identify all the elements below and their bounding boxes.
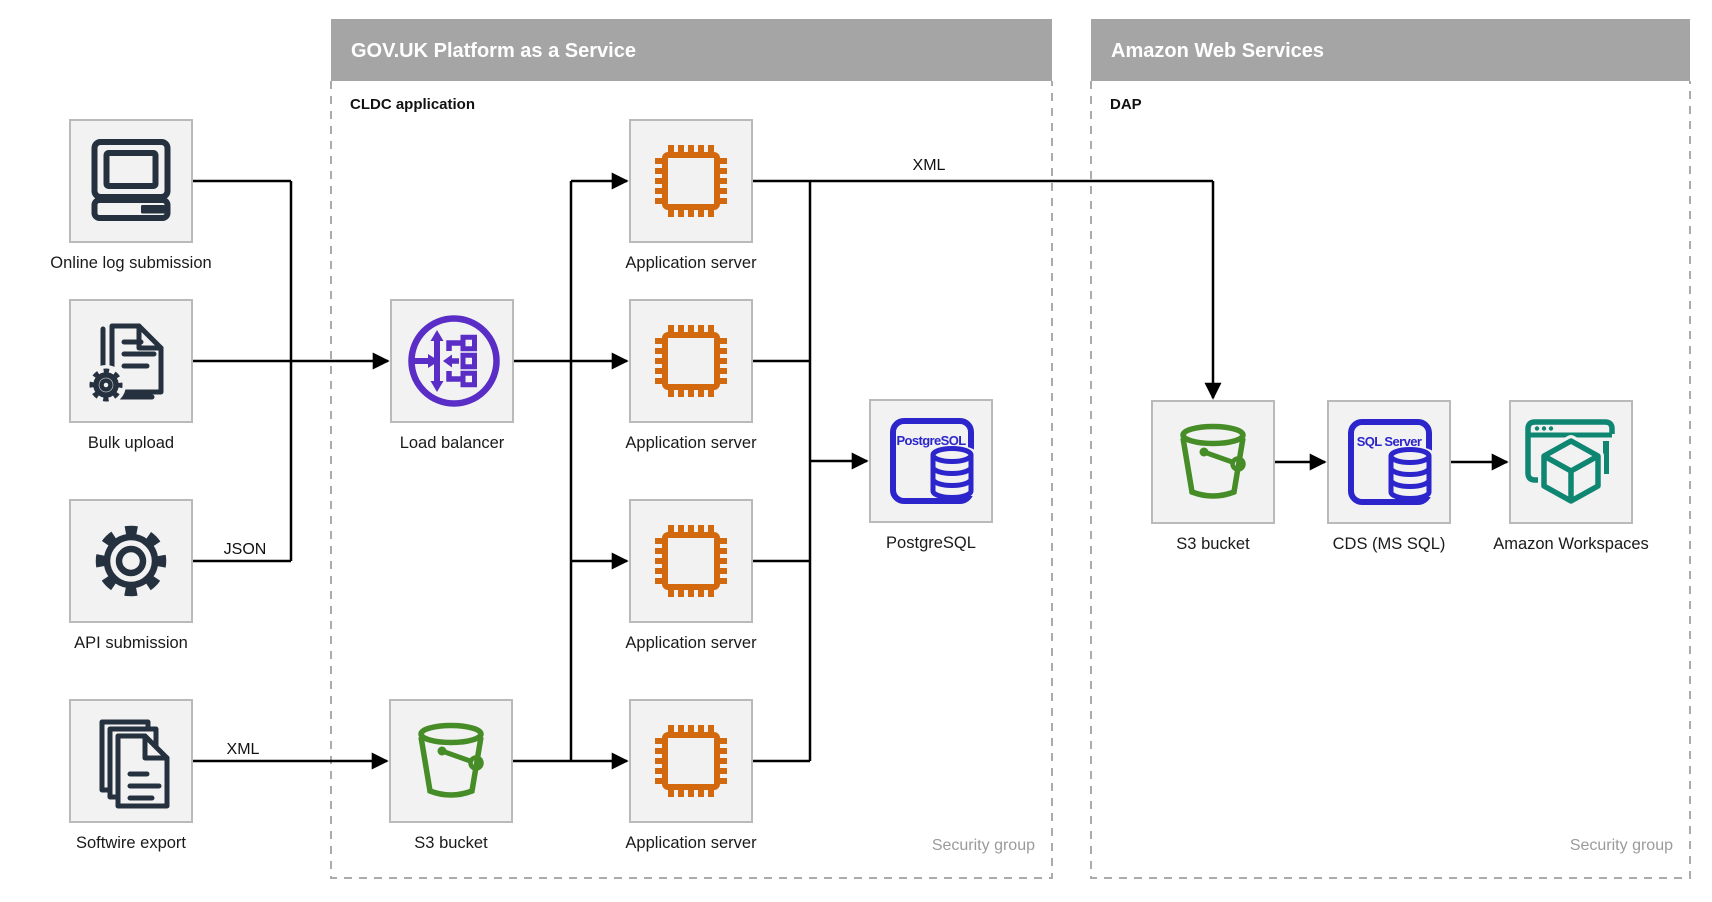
aws-container: Amazon Web Services DAP Security group — [1090, 19, 1691, 879]
sql-server-icon: SQL Server — [1348, 419, 1436, 505]
node-label: Application server — [625, 834, 757, 852]
gear-icon — [95, 525, 167, 597]
node-label: S3 bucket — [1176, 535, 1250, 553]
node-application-server-2 — [629, 299, 753, 423]
postgresql-icon: PostgreSQL — [890, 418, 978, 504]
node-s3-bucket-paas — [389, 699, 513, 823]
desktop-computer-icon — [91, 139, 171, 221]
node-label: Application server — [625, 634, 757, 652]
load-balancer-icon — [408, 315, 500, 407]
node-label: Application server — [625, 254, 757, 272]
aws-sublabel: DAP — [1110, 96, 1142, 113]
node-application-server-1 — [629, 119, 753, 243]
node-label: Online log submission — [50, 254, 211, 272]
node-application-server-3 — [629, 499, 753, 623]
node-label: Bulk upload — [88, 434, 174, 452]
node-label: CDS (MS SQL) — [1333, 535, 1446, 553]
node-label: PostgreSQL — [886, 534, 976, 552]
node-labels: Online log submission Bulk upload API su… — [50, 254, 1649, 852]
node-application-server-4 — [629, 699, 753, 823]
connectors: JSON XML XML — [192, 157, 1509, 770]
node-label: API submission — [74, 634, 188, 652]
aws-header-bar — [1091, 19, 1690, 81]
xml-edge-label-softwire: XML — [227, 741, 260, 758]
sql-server-icon-text: SQL Server — [1357, 434, 1422, 449]
paas-title: GOV.UK Platform as a Service — [351, 40, 636, 62]
node-label: Application server — [625, 434, 757, 452]
json-edge-label: JSON — [224, 541, 267, 558]
aws-dashed-border — [1090, 81, 1691, 879]
chip-icon — [655, 525, 727, 597]
node-api-submission — [69, 499, 193, 623]
chip-icon — [655, 725, 727, 797]
s3-bucket-icon — [418, 722, 484, 798]
paas-dashed-border — [330, 81, 1053, 879]
paas-security-group-label: Security group — [932, 837, 1035, 854]
node-label: Amazon Workspaces — [1493, 535, 1649, 553]
chip-icon — [655, 325, 727, 397]
paas-sublabel: CLDC application — [350, 96, 475, 113]
chip-icon — [655, 145, 727, 217]
documents-stack-icon — [99, 719, 170, 809]
xml-edge-label-top: XML — [913, 157, 946, 174]
node-label: S3 bucket — [414, 834, 488, 852]
node-online-log-submission — [69, 119, 193, 243]
s3-bucket-icon — [1180, 423, 1246, 499]
node-label: Load balancer — [400, 434, 505, 452]
document-gear-icon — [86, 323, 164, 405]
aws-title: Amazon Web Services — [1111, 40, 1324, 62]
paas-container: GOV.UK Platform as a Service CLDC applic… — [330, 19, 1053, 879]
workspaces-icon — [1525, 419, 1615, 507]
node-label: Softwire export — [76, 834, 186, 852]
paas-header-bar — [331, 19, 1052, 81]
aws-security-group-label: Security group — [1570, 837, 1673, 854]
node-s3-bucket-aws — [1151, 400, 1275, 524]
postgresql-icon-text: PostgreSQL — [896, 433, 966, 448]
